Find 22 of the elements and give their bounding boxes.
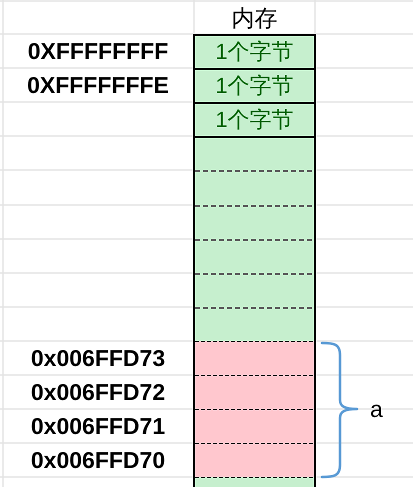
column-heading: 内存 <box>230 4 278 33</box>
memory-cell <box>195 273 314 307</box>
address-label: 0XFFFFFFFF <box>26 36 170 66</box>
highlighted-memory-cell <box>195 443 314 477</box>
memory-cell <box>195 239 314 273</box>
memory-cell: 1个字节 <box>195 102 314 136</box>
address-label: 0x006FFD70 <box>30 446 166 474</box>
memory-cell <box>195 477 314 487</box>
address-label: 0x006FFD71 <box>30 412 166 440</box>
address-label: 0XFFFFFFFE <box>26 70 170 100</box>
memory-cell: 1个字节 <box>195 34 314 68</box>
memory-cell <box>195 170 314 205</box>
memory-cell: 1个字节 <box>195 68 314 102</box>
memory-cell <box>195 307 314 341</box>
highlighted-memory-cell <box>195 341 314 375</box>
memory-cell <box>195 205 314 239</box>
highlighted-memory-cell <box>195 409 314 443</box>
variable-label: a <box>370 398 383 421</box>
address-label: 0x006FFD72 <box>30 378 166 406</box>
address-label: 0x006FFD73 <box>30 344 166 372</box>
memory-cell <box>195 136 314 170</box>
highlighted-memory-cell <box>195 375 314 409</box>
